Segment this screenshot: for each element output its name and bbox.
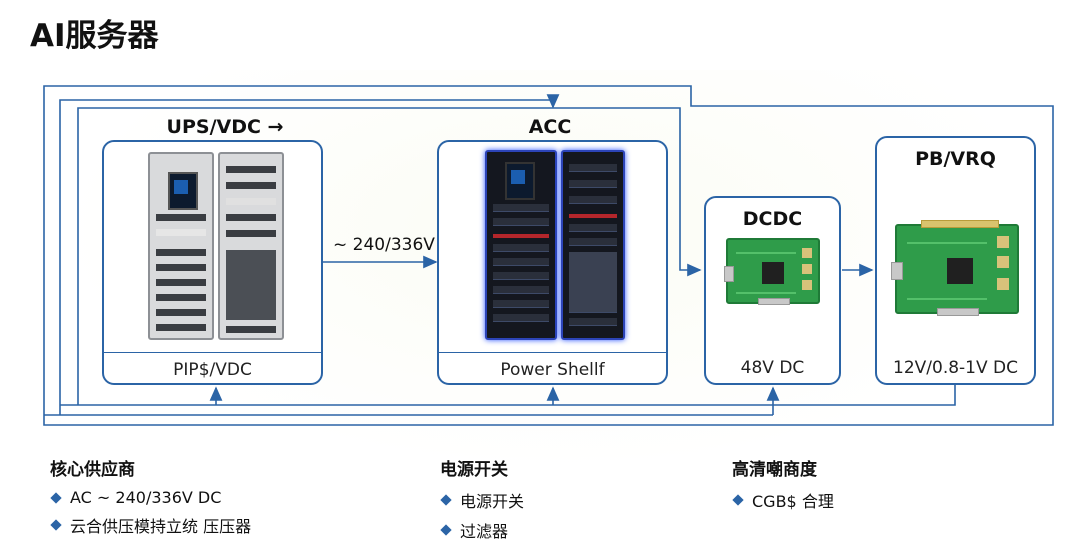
pb-footer-label: 12V/0.8-1V DC — [893, 358, 1018, 378]
list-item: 电源开关 — [440, 488, 660, 512]
acc-footer-label: Power Shellf — [500, 360, 605, 380]
diamond-bullet-icon — [50, 491, 62, 504]
list-item-label: 电源开关 — [460, 492, 525, 511]
pb-card: PB/VRQ 12V/0.8-1V DC — [875, 136, 1036, 385]
list-item-label: 过滤器 — [460, 522, 509, 541]
silver-rack-right-icon — [218, 152, 284, 340]
dcdc-footer-label: 48V DC — [740, 358, 805, 378]
dark-rack-right-icon — [561, 150, 625, 340]
connection-wires — [43, 85, 1054, 426]
bottom-return-wire — [60, 385, 956, 406]
list-item-label: AC ~ 240/336V DC — [70, 488, 222, 507]
top-feed-wire — [59, 94, 560, 415]
silver-rack-left-icon — [148, 152, 214, 340]
acc-card: Power Shellf — [437, 140, 668, 385]
diamond-bullet-icon — [440, 494, 452, 506]
list-item: 云合供压模持立统 压压器 — [50, 513, 380, 537]
dark-rack-left-icon — [485, 150, 557, 340]
column-power-switch: 电源开关 电源开关 过滤器 — [440, 455, 660, 548]
column-core-suppliers: 核心供应商 AC ~ 240/336V DC 云合供压模持立统 压压器 — [50, 455, 380, 543]
ups-heading: UPS/VDC → — [166, 116, 284, 138]
diamond-bullet-icon — [732, 494, 744, 506]
ups-footer-label: PIP$/VDC — [173, 360, 252, 380]
list-item: 过滤器 — [440, 518, 660, 542]
column-hd: 高清嘲商度 CGB$ 合理 — [732, 455, 952, 518]
voltage-arrow-label: ~ 240/336V — [333, 235, 435, 255]
pb-heading: PB/VRQ — [915, 148, 996, 170]
acc-heading: ACC — [528, 116, 572, 138]
dcdc-card: DCDC 48V DC — [704, 196, 841, 385]
outer-loop-wire — [43, 85, 1054, 426]
dcdc-board-icon — [724, 238, 820, 305]
list-item: CGB$ 合理 — [732, 488, 952, 512]
ups-card: PIP$/VDC — [102, 140, 323, 385]
inner-loop-wire — [77, 107, 702, 405]
pb-board-icon — [891, 220, 1019, 316]
ups-card-divider — [104, 352, 321, 353]
column-heading: 电源开关 — [440, 460, 508, 480]
list-item-label: CGB$ 合理 — [752, 492, 834, 511]
column-heading: 核心供应商 — [50, 460, 135, 480]
diamond-bullet-icon — [50, 519, 62, 531]
column-heading: 高清嘲商度 — [732, 460, 817, 480]
list-item: AC ~ 240/336V DC — [50, 488, 380, 507]
diamond-bullet-icon — [440, 524, 452, 536]
page-title: AI服务器 — [30, 18, 159, 54]
acc-card-divider — [439, 352, 666, 353]
list-item-label: 云合供压模持立统 压压器 — [70, 517, 252, 536]
dcdc-heading: DCDC — [742, 208, 803, 230]
